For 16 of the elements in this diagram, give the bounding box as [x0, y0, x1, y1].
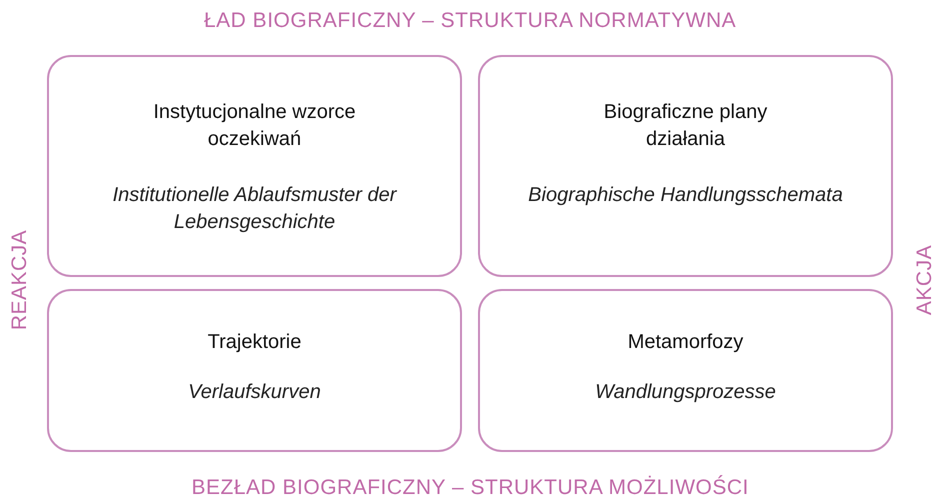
german-term: Biographische Handlungsschemata [528, 183, 843, 208]
quadrant-heading: Biograficzne plany działania [602, 100, 768, 152]
quadrant-heading: Trajektorie [208, 330, 302, 355]
german-term: Wandlungsprozesse [595, 380, 776, 405]
german-term: Verlaufskurven [188, 380, 321, 405]
quadrant-box [478, 289, 893, 452]
quadrant-box [47, 55, 462, 277]
axis-label: ŁAD BIOGRAFICZNY – STRUKTURA NORMATYWNA [204, 9, 736, 33]
quadrant-box [478, 55, 893, 277]
german-term: Institutionelle Ablaufsmuster der Lebensgeschichte [112, 183, 398, 235]
axis-label: BEZŁAD BIOGRAFICZNY – STRUKTURA MOŻLIWOŚCI [192, 476, 749, 499]
axis-label: REAKCJA [8, 230, 32, 330]
quadrant-heading: Metamorfozy [628, 330, 744, 355]
quadrant-box [47, 289, 462, 452]
axis-label: AKCJA [913, 244, 935, 316]
quadrant-heading: Instytucjonalne wzorce oczekiwań [152, 100, 357, 152]
